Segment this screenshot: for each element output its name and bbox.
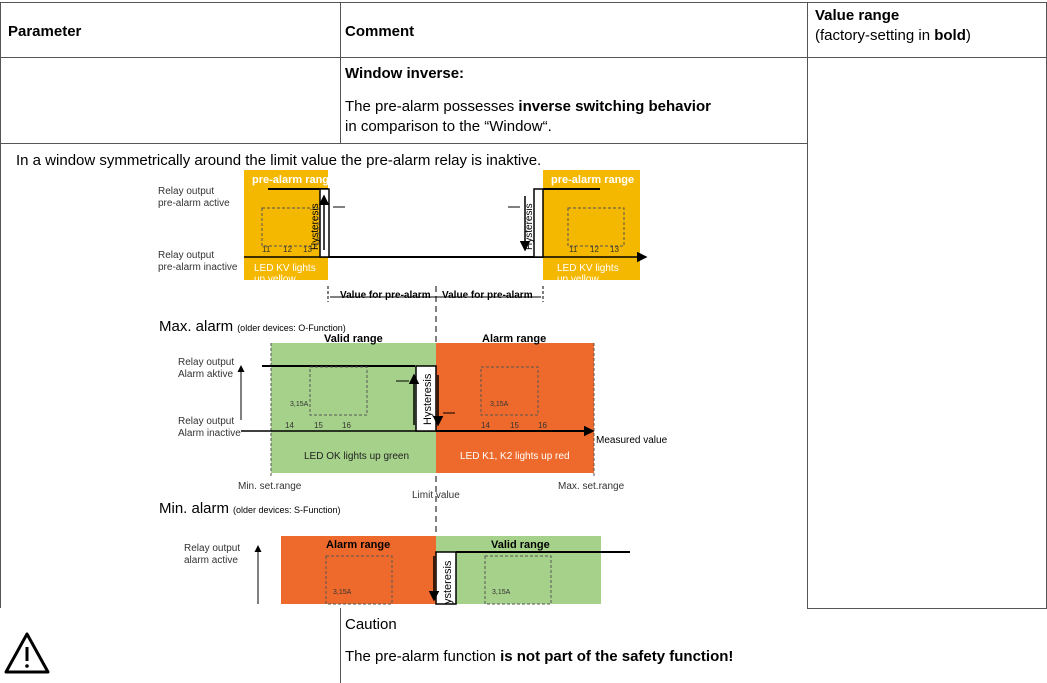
contact-11-left: 11	[262, 245, 271, 254]
contact-15-left: 15	[314, 421, 323, 430]
led-k1k2-label: LED K1, K2 lights up red	[460, 451, 570, 462]
relay-output-alarm-active-label-1: Relay output	[178, 357, 234, 368]
hysteresis-label-left: Hysteresis	[310, 203, 321, 250]
relay-symbol-left	[261, 207, 319, 247]
max-alarm-range-area	[436, 343, 594, 473]
min-alarm-range-label: Alarm range	[326, 539, 390, 551]
relay-output-min-active-label-1: Relay output	[184, 543, 240, 554]
led-ok-label: LED OK lights up green	[304, 451, 409, 462]
window-description: In a window symmetrically around the lim…	[16, 152, 542, 169]
relay-symbol-right	[567, 207, 625, 247]
value-column-bottom	[807, 608, 1047, 609]
column-divider-2	[807, 2, 808, 609]
table-left-border	[0, 2, 1, 143]
header-value-range-title: Value range	[815, 7, 900, 24]
relay-output-pre-inactive-label-2: pre-alarm inactive	[158, 262, 238, 273]
header-comment: Comment	[345, 23, 415, 40]
fuse-label-min-right: 3,15A	[492, 589, 511, 596]
pre-alarm-range-left-label: pre-alarm range	[252, 174, 335, 186]
hysteresis-label-right: Hysteresis	[524, 203, 535, 250]
header-value-range: Value range (factory-setting in bold)	[815, 6, 971, 46]
contact-13-left: 13	[303, 245, 312, 254]
max-relay-symbol-left	[309, 366, 368, 416]
contact-12-right: 12	[590, 245, 599, 254]
max-relay-symbol-right	[480, 366, 539, 416]
min-hysteresis-label: ysteresis	[442, 560, 454, 604]
warning-triangle-icon	[4, 632, 50, 674]
relay-output-min-active-label-2: alarm active	[184, 555, 238, 566]
value-pre-alarm-left-label: Value for pre-alarm	[340, 290, 431, 301]
contact-16-left: 16	[342, 421, 351, 430]
max-valid-range-area	[271, 343, 436, 473]
measured-value-label: Measured value	[596, 435, 668, 446]
value-pre-alarm-right-label: Value for pre-alarm	[442, 290, 533, 301]
relay-output-pre-active-label-2: pre-alarm active	[158, 198, 230, 209]
diagram-left-border	[0, 143, 1, 608]
min-relay-symbol-left	[325, 555, 393, 605]
led-kv-left-label-1: LED KV lights	[254, 263, 316, 274]
limit-value-label: Limit value	[412, 490, 460, 501]
relay-output-alarm-active-label-2: Alarm aktive	[178, 369, 233, 380]
table-top-border	[0, 2, 1047, 3]
contact-15-right: 15	[510, 421, 519, 430]
window-inverse-heading: Window inverse:	[345, 65, 465, 82]
max-set-range-label: Max. set.range	[558, 481, 625, 492]
min-hysteresis-box	[435, 551, 457, 605]
table-header-bottom-border	[0, 57, 1047, 58]
relay-output-alarm-inactive-label-2: Alarm inactive	[178, 428, 241, 439]
caution-text: The pre-alarm function is not part of th…	[345, 648, 734, 665]
pre-alarm-range-right-label: pre-alarm range	[551, 174, 634, 186]
caution-divider	[340, 608, 341, 683]
contact-11-right: 11	[569, 245, 578, 254]
min-valid-range-area	[436, 536, 601, 604]
min-relay-symbol-right	[484, 555, 552, 605]
max-alarm-title: Max. alarm(older devices: O-Function)	[159, 318, 346, 335]
led-kv-right-label-1: LED KV lights	[557, 263, 619, 274]
contact-16-right: 16	[538, 421, 547, 430]
column-divider-1	[340, 2, 341, 143]
fuse-label-max-right: 3,15A	[490, 401, 509, 408]
min-alarm-range-area	[281, 536, 436, 604]
contact-12-left: 12	[283, 245, 292, 254]
fuse-label-min-left: 3,15A	[333, 589, 352, 596]
relay-output-pre-inactive-label-1: Relay output	[158, 250, 214, 261]
relay-output-alarm-inactive-label-1: Relay output	[178, 416, 234, 427]
caution-title: Caution	[345, 616, 397, 633]
led-kv-left-label-2: up yellow	[254, 274, 296, 285]
max-hysteresis-label: Hysteresis	[422, 373, 434, 425]
contact-14-right: 14	[481, 421, 490, 430]
max-valid-range-label: Valid range	[324, 333, 383, 345]
relay-output-pre-active-label-1: Relay output	[158, 186, 214, 197]
contact-14-left: 14	[285, 421, 294, 430]
window-inverse-description: The pre-alarm possesses inverse switchin…	[345, 98, 711, 135]
header-parameter: Parameter	[8, 23, 82, 40]
hysteresis-box-right	[533, 188, 544, 258]
min-set-range-label: Min. set.range	[238, 481, 302, 492]
max-hysteresis-box	[415, 365, 437, 432]
fuse-label-max-left: 3,15A	[290, 401, 309, 408]
led-kv-right-label-2: up yellow	[557, 274, 599, 285]
min-alarm-title: Min. alarm(older devices: S-Function)	[159, 500, 341, 517]
min-valid-range-label: Valid range	[491, 539, 550, 551]
max-alarm-range-label: Alarm range	[482, 333, 546, 345]
row-divider	[0, 143, 807, 144]
contact-13-right: 13	[610, 245, 619, 254]
header-value-range-note: (factory-setting in bold)	[815, 27, 971, 44]
